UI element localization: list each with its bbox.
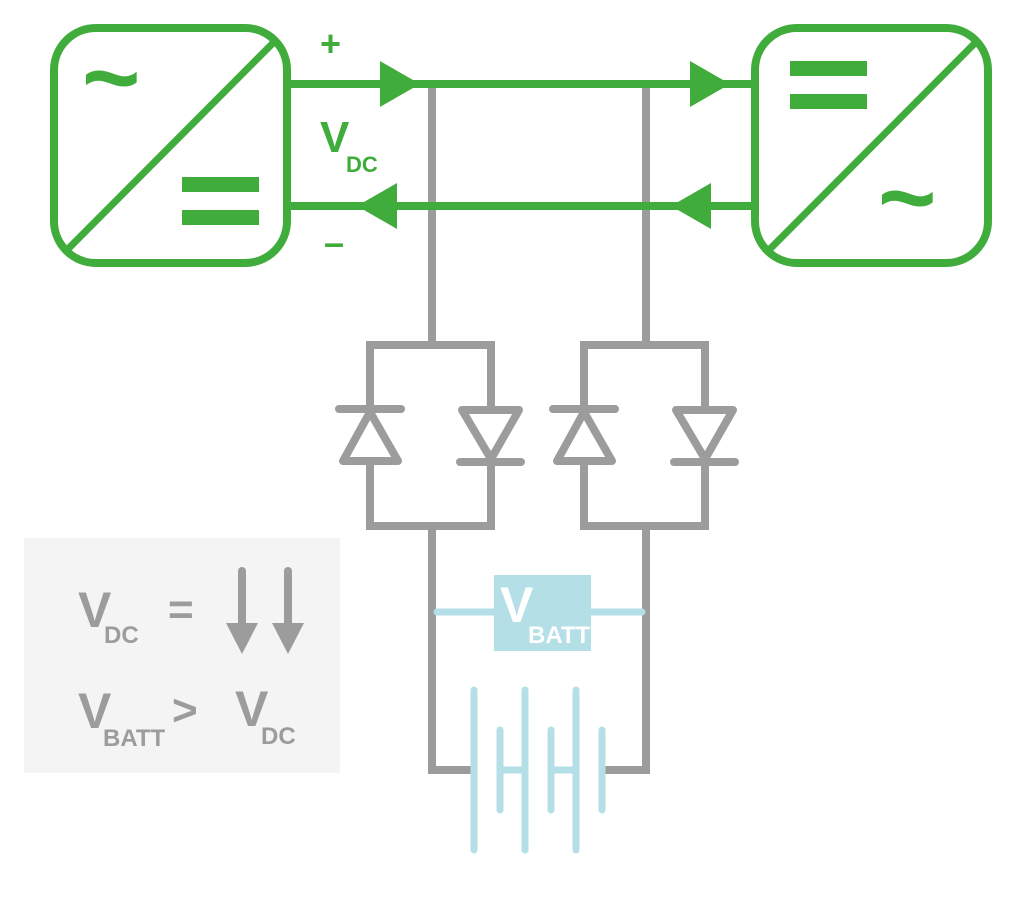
legend-vdc-sub: DC [104,622,139,649]
diode-down-left [456,406,525,466]
dc-bus [290,80,752,210]
left-battery-wire [428,526,475,774]
diode-down-right [670,406,739,466]
right-battery-wire [604,526,650,774]
arrow-left-icon [671,183,711,229]
legend-greater-than: > [172,686,198,735]
arrow-right-icon [380,61,420,107]
arrow-left-icon [357,183,397,229]
legend-vbatt-sub: BATT [103,725,166,752]
vbatt-box [494,575,591,651]
vdc-label-main: V [320,113,350,162]
vbatt-label-sub: BATT [528,622,591,649]
left-diode-frame-top [366,341,495,409]
left-converter: ~ [50,22,291,267]
legend-equals: = [168,585,194,634]
right-converter: ~ [751,24,992,267]
gray-wires [366,84,709,774]
legend-panel: V DC = V BATT > V DC [24,538,340,773]
diode-up-right [549,405,619,465]
ac-symbol: ~ [82,22,140,134]
battery-symbol [433,608,646,854]
left-diode-frame-bottom [366,462,495,530]
arrow-right-icon [690,61,730,107]
diode-up-left [335,405,405,465]
ac-symbol: ~ [878,142,936,254]
dc-symbol-bar [790,61,867,76]
legend-vdc-main-2: V [235,681,269,737]
legend-vdc-main: V [78,582,112,638]
minus-label: – [324,222,344,263]
dc-symbol-bar [182,210,259,225]
vbatt-label-main: V [500,577,534,633]
right-diode-frame-top [580,341,709,409]
dc-symbol-bar [790,94,867,109]
dc-symbol-bar [182,177,259,192]
right-diode-frame-bottom [580,462,709,530]
legend-vbatt-main: V [78,683,112,739]
plus-label: + [320,23,341,64]
legend-vdc-sub-2: DC [261,723,296,750]
vdc-label-sub: DC [346,152,378,177]
